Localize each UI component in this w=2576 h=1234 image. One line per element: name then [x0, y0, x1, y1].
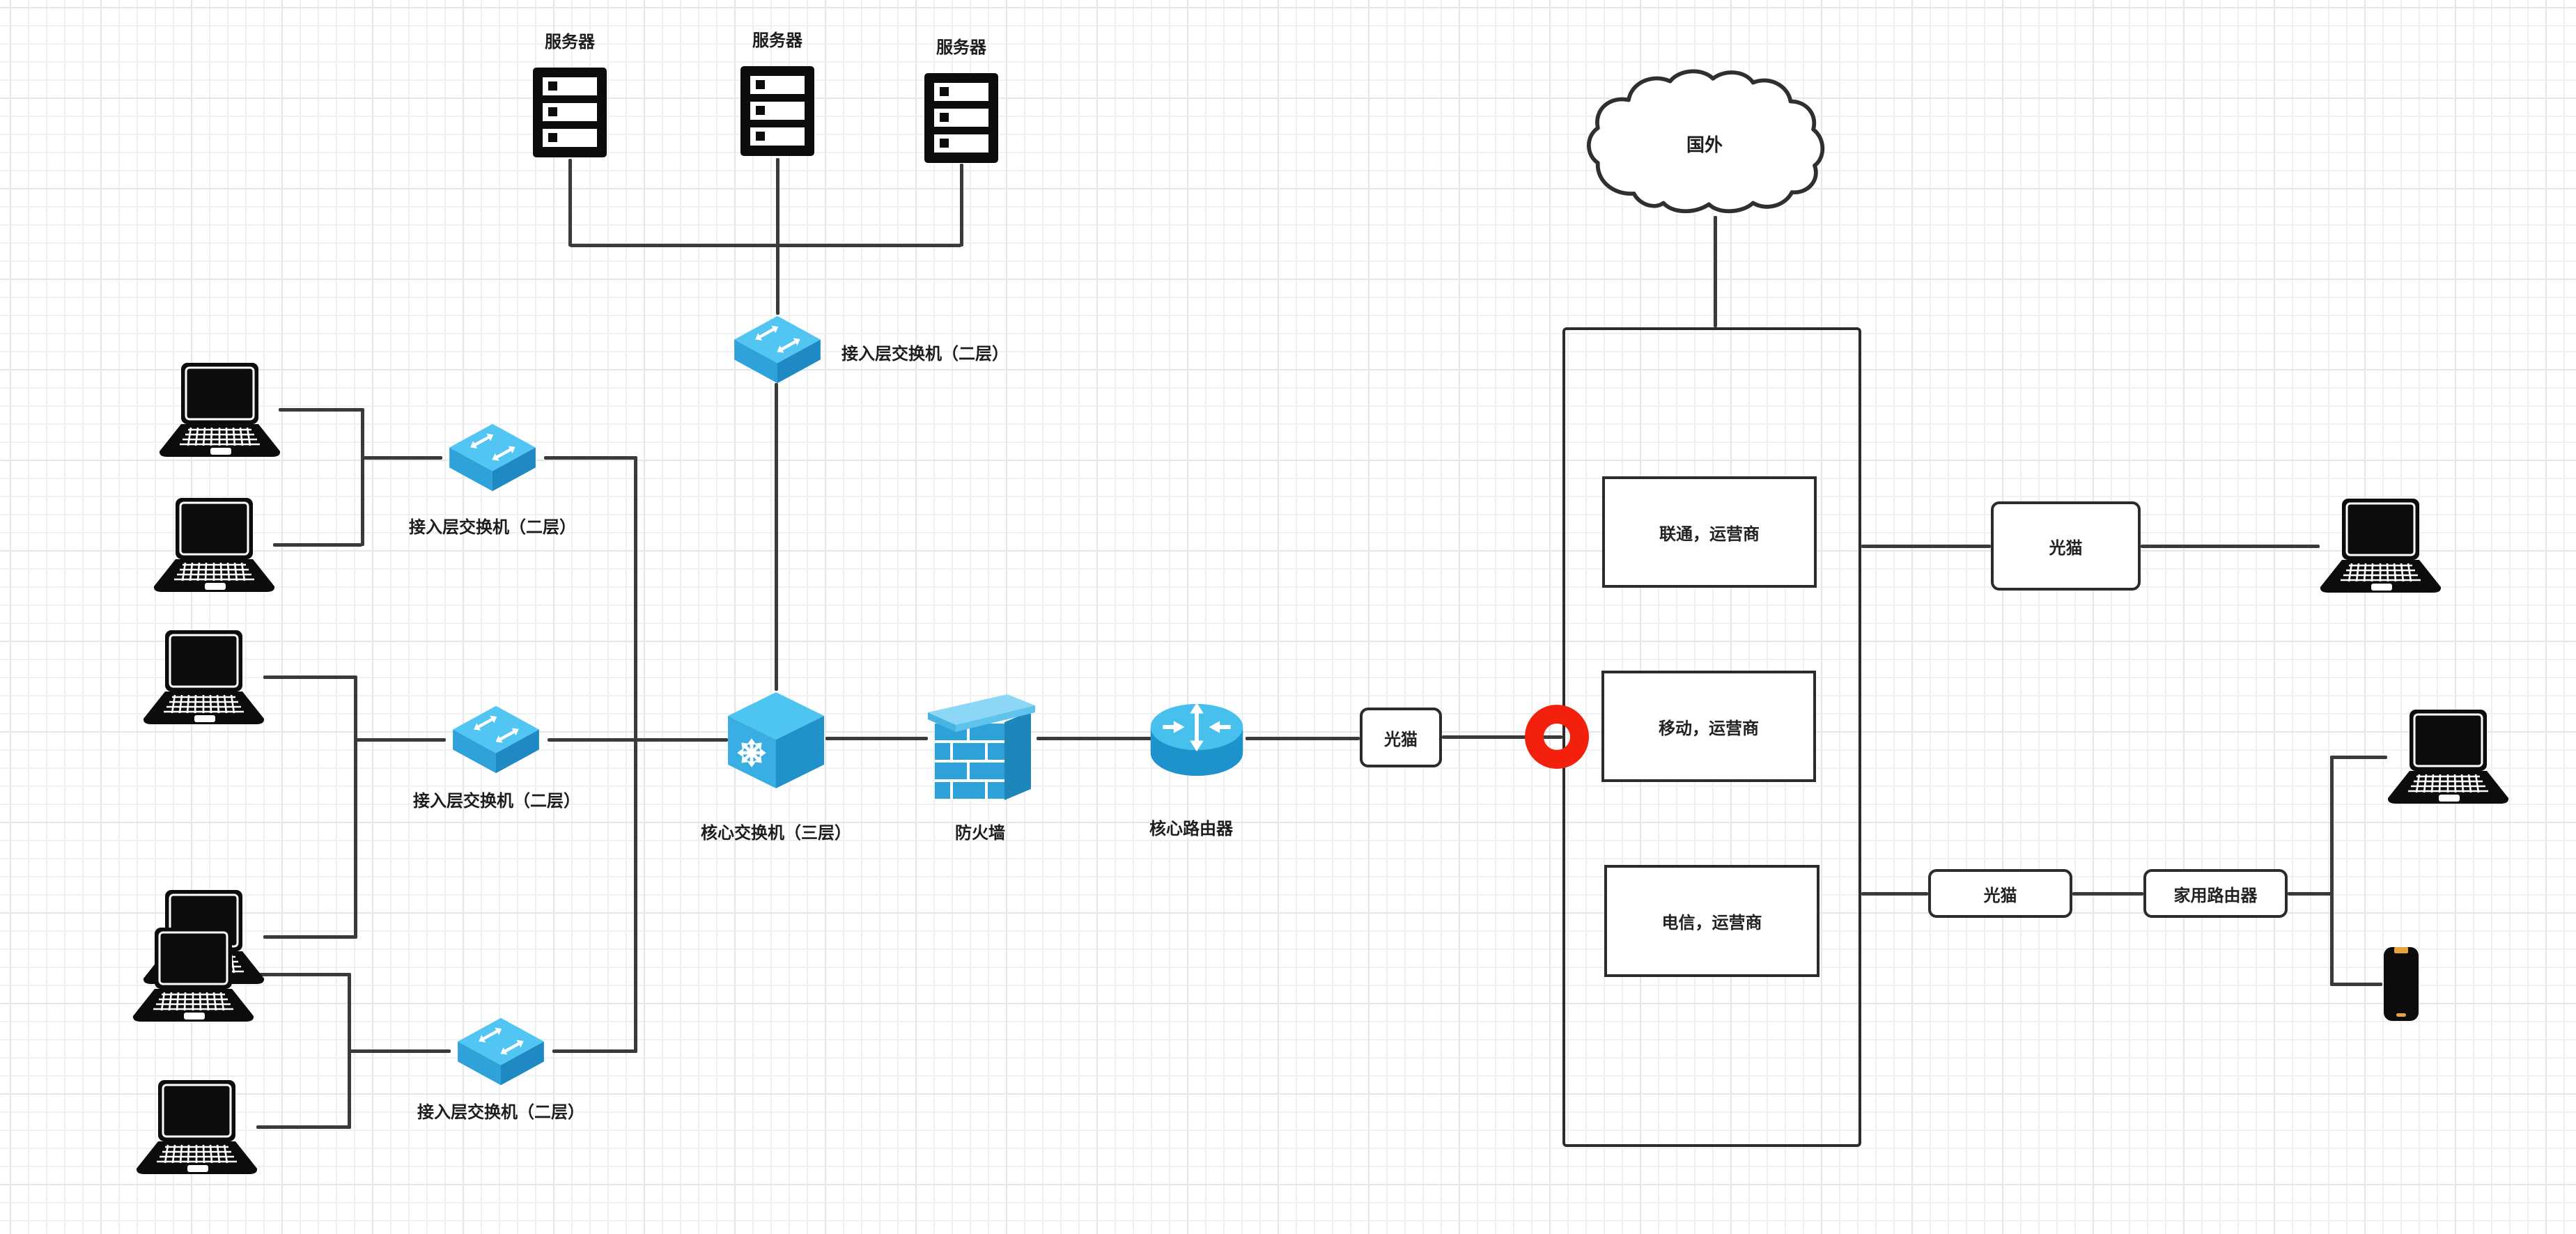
access-switch-group3-icon[interactable] [449, 1017, 552, 1086]
access-switch-group3-label: 接入层交换机（二层） [417, 1103, 584, 1122]
access-switch-top-icon[interactable] [726, 315, 829, 384]
home-router-label: 家用路由器 [2173, 886, 2258, 905]
server-3-icon[interactable] [923, 72, 1000, 164]
laptop-icon[interactable] [132, 928, 254, 1022]
access-switch-top-label: 接入层交换机（二层） [841, 345, 1009, 364]
connector-g2-switch [354, 738, 446, 742]
connector-g1-laptop1 [279, 408, 364, 412]
connector-junction-laptop [2330, 756, 2387, 759]
server-3-label: 服务器 [936, 38, 986, 57]
access-switch-group1-label: 接入层交换机（二层） [409, 518, 576, 537]
optical-modem-top-right-label: 光猫 [2049, 538, 2083, 558]
firewall-label: 防火墙 [955, 824, 1005, 843]
connector-g2-core [548, 738, 728, 742]
connector-g3-switch [348, 1049, 451, 1053]
access-switch-group2-icon[interactable] [444, 705, 548, 774]
optical-modem-top-right[interactable]: 光猫 [1991, 501, 2141, 591]
laptop-icon[interactable] [136, 1080, 258, 1174]
isp-telecom-label: 电信，运营商 [1661, 914, 1762, 932]
laptop-icon[interactable] [159, 363, 281, 457]
red-highlight-circle[interactable] [1525, 705, 1589, 769]
connector-home-junction [2330, 756, 2334, 985]
connector-g1-switch [361, 456, 442, 460]
access-switch-group2-label: 接入层交换机（二层） [413, 792, 580, 811]
connector-g2-laptop3 [263, 675, 357, 679]
connector-junction-phone [2330, 983, 2382, 986]
optical-modem-core-label: 光猫 [1384, 730, 1418, 749]
connector-topswitch-core [775, 383, 778, 691]
server-1-icon[interactable] [532, 66, 608, 159]
connector-g2-laptop4 [263, 935, 357, 939]
isp-unicom-box[interactable]: 联通，运营商 [1602, 476, 1817, 588]
connector-core-firewall [825, 737, 928, 740]
connector-modem-ispbox [1442, 735, 1562, 739]
connector-g1-junction [361, 408, 364, 546]
access-switch-group1-icon[interactable] [441, 423, 544, 492]
connector-router-modem [1246, 737, 1360, 740]
optical-modem-bottom-right[interactable]: 光猫 [1928, 869, 2072, 918]
connector-modem2-laptop [2141, 545, 2320, 548]
core-router-label: 核心路由器 [1149, 820, 1233, 838]
laptop-icon[interactable] [143, 630, 265, 724]
isp-mobile-box[interactable]: 移动，运营商 [1601, 671, 1816, 782]
cloud-label: 国外 [1686, 134, 1723, 155]
connector-g2-junction [354, 675, 357, 939]
optical-modem-core[interactable]: 光猫 [1360, 708, 1442, 767]
connector-g1-laptop2 [273, 543, 362, 547]
core-router-icon[interactable] [1148, 700, 1246, 780]
laptop-icon[interactable] [2320, 499, 2442, 593]
laptop-icon[interactable] [153, 498, 275, 592]
optical-modem-bottom-right-label: 光猫 [1983, 886, 2017, 905]
connector-g3-trunk [552, 1049, 637, 1053]
connector-server1-drop [568, 159, 572, 247]
isp-unicom-label: 联通，运营商 [1659, 524, 1760, 544]
laptop-icon[interactable] [2387, 710, 2509, 804]
connector-ispbox-modem2 [1861, 545, 1991, 548]
connector-ispbox-modem3 [1861, 892, 1928, 896]
connector-cloud-ispbox [1714, 216, 1717, 327]
server-2-label: 服务器 [752, 31, 802, 50]
connector-modem3-homerouter [2072, 892, 2143, 896]
home-router-box[interactable]: 家用路由器 [2143, 869, 2288, 918]
firewall-icon[interactable] [926, 686, 1037, 803]
server-1-label: 服务器 [545, 33, 595, 52]
connector-g3-laptop5 [253, 973, 350, 976]
connector-firewall-router [1037, 737, 1153, 740]
phone-icon[interactable] [2382, 946, 2420, 1022]
core-switch-icon[interactable] [727, 691, 825, 790]
core-switch-label: 核心交换机（三层） [701, 824, 851, 843]
connector-server2-drop [776, 158, 779, 315]
isp-telecom-box[interactable]: 电信，运营商 [1604, 865, 1820, 977]
connector-g1-trunk [544, 456, 635, 460]
connector-homerouter-junction [2288, 892, 2334, 896]
connector-server3-drop [960, 164, 963, 247]
server-2-icon[interactable] [739, 65, 816, 157]
connector-server-bus [570, 244, 961, 247]
connector-trunk [634, 456, 637, 1053]
connector-g3-laptop6 [256, 1125, 350, 1129]
isp-mobile-label: 移动，运营商 [1659, 719, 1759, 738]
